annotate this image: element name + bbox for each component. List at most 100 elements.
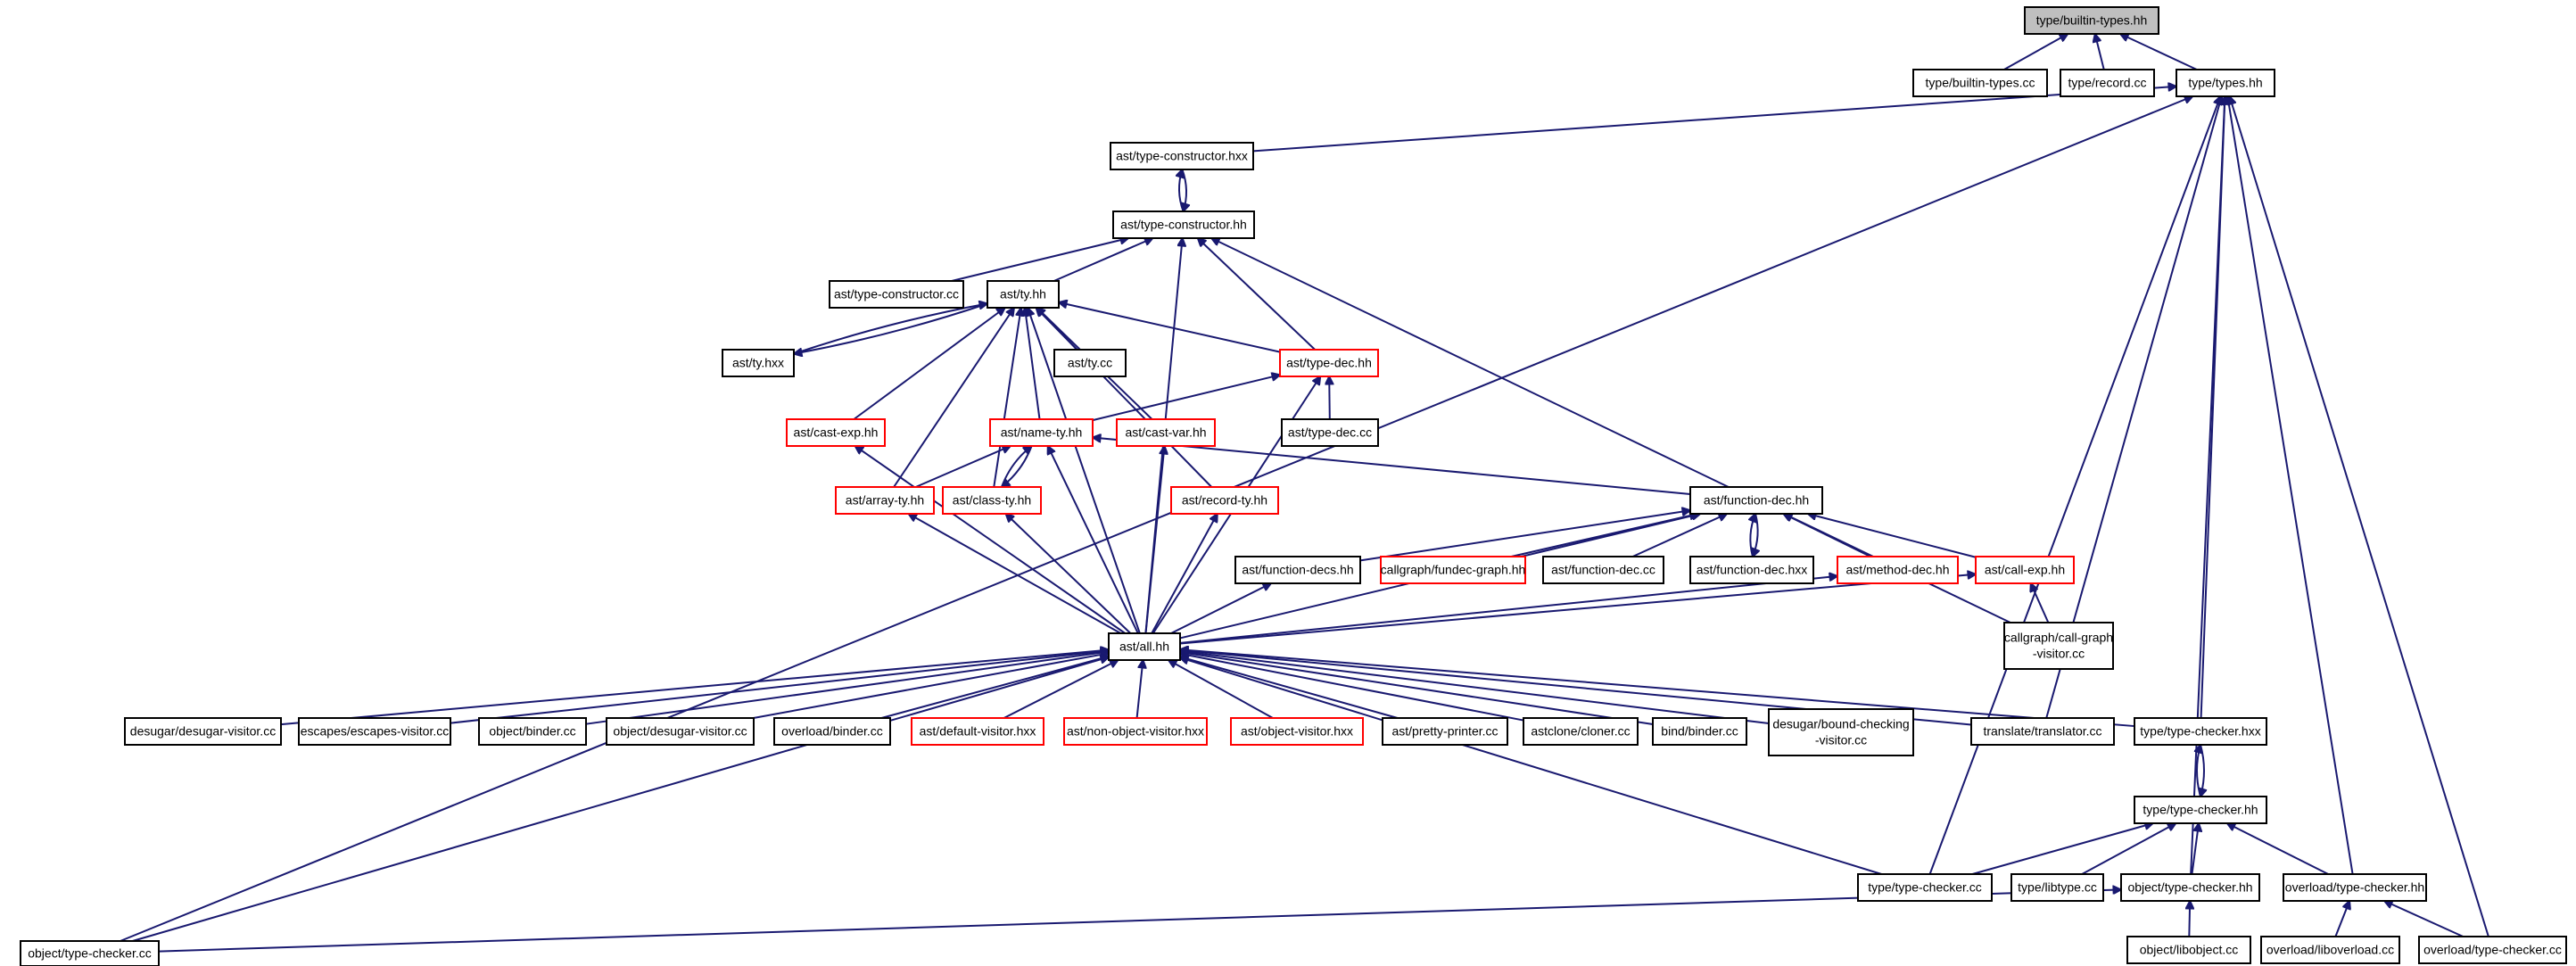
node-label: ast/ty.cc (1068, 356, 1112, 370)
edge-n0-n1 (2003, 34, 2068, 70)
node-box-n33[interactable]: ast/non-object-visitor.hxx (1063, 717, 1208, 746)
node-box-n19[interactable]: ast/function-decs.hh (1234, 556, 1361, 584)
node-rect (2060, 69, 2155, 97)
node-box-n39[interactable]: translate/translator.cc (1970, 717, 2115, 746)
node-label: bind/binder.cc (1661, 724, 1738, 739)
node-box-n12[interactable]: ast/name-ty.hh (989, 418, 1094, 447)
edge-n12-n15 (915, 446, 1011, 488)
node-label: type/record.cc (2068, 76, 2147, 90)
node-box-n25[interactable]: callgraph/call-graph-visitor.cc (2003, 622, 2114, 670)
node-rect (2134, 796, 2267, 824)
node-box-n23[interactable]: ast/method-dec.hh (1837, 556, 1959, 584)
edge-n41-n45 (2227, 823, 2329, 875)
node-box-n8[interactable]: ast/ty.hxx (722, 349, 795, 377)
edge-n16-n26 (1006, 514, 1132, 634)
node-rect (1689, 556, 1814, 584)
node-box-n0[interactable]: type/builtin-types.hh (2024, 6, 2159, 35)
node-box-n15[interactable]: ast/array-ty.hh (835, 486, 935, 515)
node-box-n48[interactable]: overload/liboverload.cc (2260, 936, 2400, 964)
edge-n24-n26 (1179, 574, 1976, 645)
node-box-n38[interactable]: desugar/bound-checking-visitor.cc (1768, 708, 1914, 756)
edge-n7-n15 (893, 308, 1014, 488)
edge-n26-n29 (585, 652, 1109, 725)
node-box-n18[interactable]: ast/function-dec.hh (1689, 486, 1823, 515)
node-box-n21[interactable]: ast/function-dec.cc (1542, 556, 1664, 584)
node-rect (2120, 873, 2260, 902)
node-label: ast/default-visitor.hxx (920, 724, 1036, 739)
node-rect (1230, 717, 1364, 746)
edge-n26-n46 (132, 657, 1109, 942)
edge-n17-n26 (1151, 514, 1218, 634)
edge-n3-n49 (2230, 96, 2489, 937)
node-box-n5[interactable]: ast/type-constructor.hh (1112, 211, 1255, 239)
edge-n41-n40 (2200, 744, 2204, 797)
node-rect (1523, 717, 1639, 746)
node-box-n2[interactable]: type/record.cc (2060, 69, 2155, 97)
node-box-n29[interactable]: object/binder.cc (478, 717, 587, 746)
node-label: ast/type-constructor.hh (1120, 218, 1247, 232)
node-box-n1[interactable]: type/builtin-types.cc (1912, 69, 2048, 97)
node-box-n27[interactable]: desugar/desugar-visitor.cc (124, 717, 282, 746)
node-rect (2176, 69, 2275, 97)
node-label: ast/object-visitor.hxx (1241, 724, 1353, 739)
node-box-n22[interactable]: ast/function-dec.hxx (1689, 556, 1814, 584)
edge-n3-n39 (2045, 96, 2222, 719)
node-box-n28[interactable]: escapes/escapes-visitor.cc (298, 717, 451, 746)
node-box-n36[interactable]: astclone/cloner.cc (1523, 717, 1639, 746)
node-box-n32[interactable]: ast/default-visitor.hxx (911, 717, 1044, 746)
edge-n26-n32 (1003, 660, 1119, 719)
node-box-n7[interactable]: ast/ty.hh (987, 280, 1060, 309)
node-rect (1116, 418, 1216, 447)
node-box-n46[interactable]: object/type-checker.cc (20, 940, 160, 966)
node-box-n9[interactable]: ast/ty.cc (1053, 349, 1127, 377)
node-box-n6[interactable]: ast/type-constructor.cc (829, 280, 964, 309)
node-box-n17[interactable]: ast/record-ty.hh (1170, 486, 1279, 515)
node-box-n41[interactable]: type/type-checker.hh (2134, 796, 2267, 824)
edge-n44-n46 (158, 889, 2121, 953)
edge-n26-n36 (1180, 654, 1524, 722)
node-box-n16[interactable]: ast/class-ty.hh (942, 486, 1042, 515)
node-rect (1279, 349, 1379, 377)
edge-n12-n16 (1001, 446, 1032, 488)
edge-n41-n44 (2191, 823, 2199, 875)
node-rect (2010, 873, 2104, 902)
node-label: escapes/escapes-visitor.cc (301, 724, 450, 739)
node-box-n43[interactable]: type/libtype.cc (2010, 873, 2104, 902)
node-box-n14[interactable]: ast/type-dec.cc (1281, 418, 1379, 447)
node-box-n44[interactable]: object/type-checker.hh (2120, 873, 2260, 902)
node-box-n20[interactable]: callgraph/fundec-graph.hh (1380, 556, 1526, 584)
node-box-n49[interactable]: overload/type-checker.cc (2418, 936, 2567, 964)
node-box-n30[interactable]: object/desugar-visitor.cc (606, 717, 755, 746)
node-rect (1053, 349, 1127, 377)
edge-n45-n48 (2334, 901, 2349, 937)
edge-n3-n42 (1928, 96, 2221, 875)
node-rect (911, 717, 1044, 746)
node-box-n26[interactable]: ast/all.hh (1108, 632, 1181, 661)
node-box-n35[interactable]: ast/pretty-printer.cc (1382, 717, 1508, 746)
node-rect (1912, 69, 2048, 97)
edge-n26-n38 (1180, 651, 1770, 725)
node-box-n3[interactable]: type/types.hh (2176, 69, 2275, 97)
node-box-n42[interactable]: type/type-checker.cc (1857, 873, 1993, 902)
edge-n10-n14 (1329, 376, 1330, 420)
node-box-n37[interactable]: bind/binder.cc (1652, 717, 1747, 746)
node-rect (20, 940, 160, 966)
node-label: object/desugar-visitor.cc (613, 724, 747, 739)
node-rect (2260, 936, 2400, 964)
edge-n13-n26 (1144, 446, 1165, 634)
edge-n0-n2 (2095, 34, 2105, 70)
edge-n7-n17 (1036, 308, 1213, 488)
node-box-n24[interactable]: ast/call-exp.hh (1975, 556, 2075, 584)
node-box-n31[interactable]: overload/binder.cc (773, 717, 891, 746)
node-box-n11[interactable]: ast/cast-exp.hh (786, 418, 886, 447)
node-box-n40[interactable]: type/type-checker.hxx (2134, 717, 2267, 746)
node-box-n13[interactable]: ast/cast-var.hh (1116, 418, 1216, 447)
node-box-n34[interactable]: ast/object-visitor.hxx (1230, 717, 1364, 746)
node-label: type/builtin-types.hh (2036, 13, 2148, 28)
edge-n18-n24 (1808, 514, 1977, 558)
node-box-n45[interactable]: overload/type-checker.hh (2283, 873, 2427, 902)
node-box-n47[interactable]: object/libobject.cc (2126, 936, 2251, 964)
edge-n0-n3 (2120, 34, 2198, 70)
node-box-n4[interactable]: ast/type-constructor.hxx (1110, 142, 1254, 170)
node-box-n10[interactable]: ast/type-dec.hh (1279, 349, 1379, 377)
